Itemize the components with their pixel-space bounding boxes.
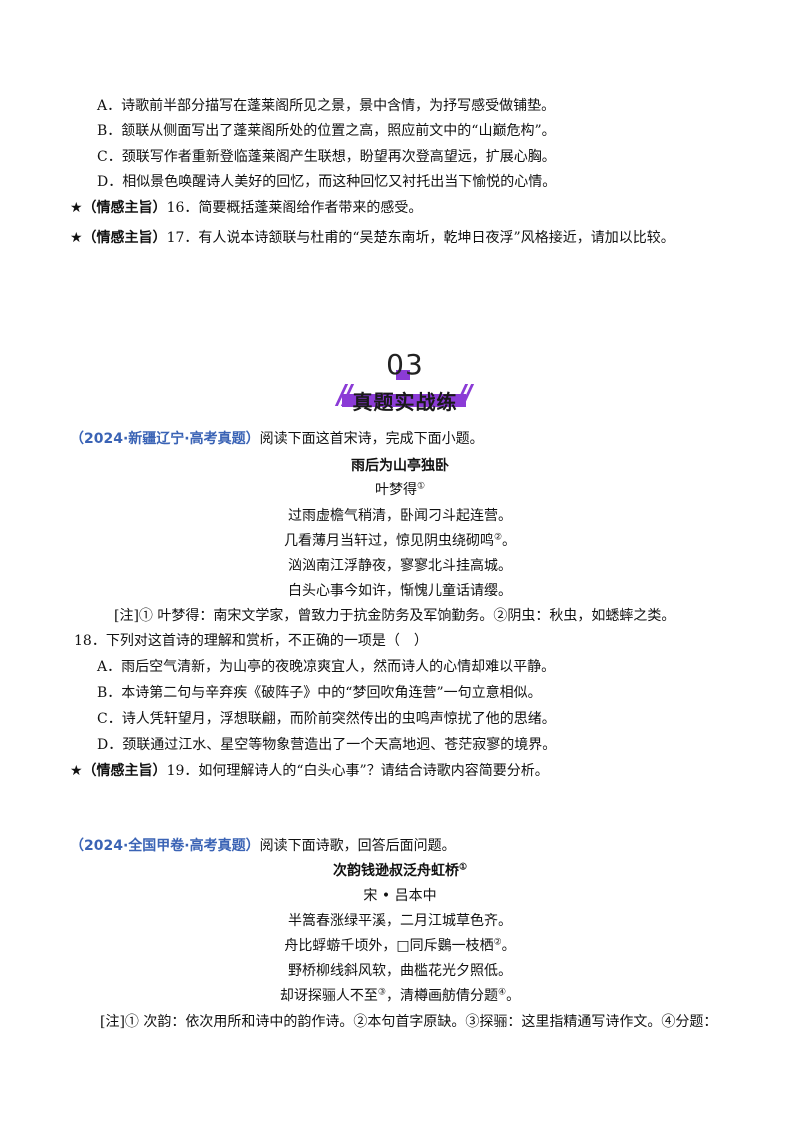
poem-line-text: 汹汹南江浮静夜，寥寥北斗挂高城。 [288,558,512,574]
question-17-text: 17．有人说本诗颔联与杜甫的“吴楚东南圻，乾坤日夜浮”风格接近，请加以比较。 [166,230,675,246]
emotion-theme-tag: ★（情感主旨） [70,200,167,216]
poem-line-text: 几看薄月当轩过，惊见阴虫绕砌鸣 [283,533,494,549]
question-19: ★（情感主旨）19．如何理解诗人的“白头心事”？请结合诗歌内容简要分析。 [70,761,549,781]
poem-line-text: 野桥柳线斜风软，曲槛花光夕照低。 [288,963,512,979]
source-line-2: （2024·全国甲卷·高考真题）阅读下面诗歌，回答后面问题。 [70,836,456,856]
poem-title: 次韵钱逊叔泛舟虹桥① [0,861,800,881]
option-b: B．本诗第二句与辛弃疾《破阵子》中的“梦回吹角连营”一句立意相似。 [97,685,542,701]
option-c: C．颈联写作者重新登临蓬莱阁产生联想，盼望再次登高望远，扩展心胸。 [97,149,556,165]
poem-line: 白头心事今如许，惭愧儿童话请缨。 [0,581,800,601]
source-tag: （2024·全国甲卷·高考真题） [70,838,260,854]
poem-author-name: 叶梦得 [374,482,417,498]
poem-line: 过雨虚檐气稍清，卧闻刁斗起连营。 [0,506,800,526]
source-instruction: 阅读下面这首宋诗，完成下面小题。 [259,431,484,447]
poem-line: 半篙春涨绿平溪，二月江城草色齐。 [0,911,800,931]
emotion-theme-tag: ★（情感主旨） [70,763,167,779]
poem-line: 却讶探骊人不至③，清樽画舫倩分题④。 [279,987,521,1004]
footnote-mark: ② [493,937,502,948]
source-tag: （2024·新疆辽宁·高考真题） [70,431,260,447]
option-a: A．雨后空气清新，为山亭的夜晚凉爽宜人，然而诗人的心情却难以平静。 [97,659,556,675]
option-a: A．诗歌前半部分描写在蓬莱阁所见之景，景中含情，为抒写感受做铺垫。 [97,98,556,114]
poem-title: 雨后为山亭独卧 [351,458,449,474]
question-16-text: 16．简要概括蓬莱阁给作者带来的感受。 [166,200,423,216]
question-17: ★（情感主旨）17．有人说本诗颔联与杜甫的“吴楚东南圻，乾坤日夜浮”风格接近，请… [70,228,675,248]
poem-line: 汹汹南江浮静夜，寥寥北斗挂高城。 [0,556,800,576]
poem-author: 叶梦得① [0,480,800,500]
poem-line-text: 半篙春涨绿平溪，二月江城草色齐。 [288,913,512,929]
poem-line: 舟比蜉蝣千顷外，□同斥鷃一枝栖②。 [284,937,516,954]
footnote-mark: ④ [498,987,507,998]
footnote-mark: ① [458,862,468,873]
badge-number-accent [396,370,410,380]
poem-line-text: 却讶探骊人不至 [279,988,378,1004]
poem-note: [注]① 次韵：依次用所和诗中的韵作诗。②本句首字原缺。③探骊：这里指精通写诗作… [100,1014,718,1030]
poem-author: 宋 • 吕本中 [363,888,437,904]
section-number: 03 [386,348,424,381]
poem-line-text: 过雨虚檐气稍清，卧闻刁斗起连营。 [288,508,512,524]
section-label: 真题实战练 [352,390,458,414]
poem-title-text: 次韵钱逊叔泛舟虹桥 [332,863,459,879]
question-18: 18．下列对这首诗的理解和赏析，不正确的一项是（ ） [74,633,428,649]
option-d: D．颈联通过江水、星空等物象营造出了一个天高地迥、苍茫寂寥的境界。 [97,737,557,753]
emotion-theme-tag: ★（情感主旨） [70,230,167,246]
poem-line: 几看薄月当轩过，惊见阴虫绕砌鸣②。 [283,532,517,549]
question-19-text: 19．如何理解诗人的“白头心事”？请结合诗歌内容简要分析。 [166,763,549,779]
poem-note: [注]① 叶梦得：南宋文学家，曾致力于抗金防务及军饷勤务。②阴虫：秋虫，如蟋蟀之… [114,608,676,624]
poem-line-text: ，清樽画舫倩分题 [386,988,498,1004]
question-16: ★（情感主旨）16．简要概括蓬莱阁给作者带来的感受。 [70,198,422,218]
source-instruction: 阅读下面诗歌，回答后面问题。 [259,838,456,854]
section-badge: 03 真题实战练 [330,348,480,418]
option-d: D．相似景色唤醒诗人美好的回忆，而这种回忆又衬托出当下愉悦的心情。 [97,174,557,190]
option-b: B．颔联从侧面写出了蓬莱阁所处的位置之高，照应前文中的“山巅危构”。 [97,123,556,139]
poem-line-text: 舟比蜉蝣千顷外，□同斥鷃一枝栖 [284,938,494,954]
badge-underline-bar [342,394,466,407]
footnote-mark: ① [416,481,426,492]
poem-line: 野桥柳线斜风软，曲槛花光夕照低。 [0,961,800,981]
footnote-mark: ② [493,532,503,543]
footnote-mark: ③ [377,987,386,998]
option-c: C．诗人凭轩望月，浮想联翩，而阶前突然传出的虫鸣声惊扰了他的思绪。 [97,711,556,727]
poem-line-text: 白头心事今如许，惭愧儿童话请缨。 [288,583,512,599]
source-line-1: （2024·新疆辽宁·高考真题）阅读下面这首宋诗，完成下面小题。 [70,429,484,449]
